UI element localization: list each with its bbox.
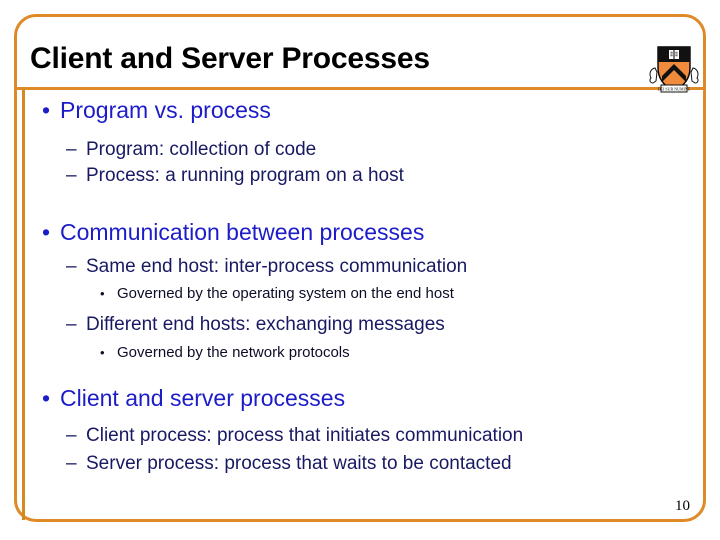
dash-marker-icon: – (66, 139, 77, 160)
bullet-level2: – Client process: process that initiates… (0, 423, 720, 448)
bullet-level1: • Program vs. process (0, 96, 720, 124)
bullet-marker-icon: • (42, 97, 51, 123)
bullet-level2: – Server process: process that waits to … (0, 451, 720, 476)
dash-marker-icon: – (66, 165, 77, 186)
page-title: Client and Server Processes (30, 42, 430, 75)
bullet-text: Client process: process that initiates c… (86, 425, 524, 446)
bullet-marker-icon: • (100, 286, 105, 301)
bullet-text: Governed by the operating system on the … (117, 285, 454, 302)
bullet-text: Different end hosts: exchanging messages (86, 314, 445, 335)
bullet-level2: – Program: collection of code (0, 137, 720, 162)
dash-marker-icon: – (66, 425, 77, 446)
bullet-marker-icon: • (100, 345, 105, 360)
title-divider (17, 87, 703, 90)
bullet-text: Server process: process that waits to be… (86, 453, 512, 474)
slide-body: • Program vs. process – Program: collect… (0, 90, 720, 490)
body-left-rail (22, 90, 25, 520)
princeton-shield-logo: DEI SUB NUMINE (644, 38, 704, 98)
bullet-communication-between-processes: • Communication between processes (0, 218, 720, 246)
bullet-governed-by-os: • Governed by the operating system on th… (0, 283, 720, 304)
bullet-level3: • Governed by the network protocols (0, 342, 720, 363)
bullet-text: Client and server processes (60, 385, 346, 411)
bullet-client-process: – Client process: process that initiates… (0, 423, 720, 448)
bullet-level3: • Governed by the operating system on th… (0, 283, 720, 304)
title-bar: Client and Server Processes (0, 14, 720, 93)
dash-marker-icon: – (66, 256, 77, 277)
dash-marker-icon: – (66, 314, 77, 335)
bullet-marker-icon: • (42, 219, 51, 245)
bullet-text: Program vs. process (60, 97, 271, 123)
bullet-level1: • Client and server processes (0, 384, 720, 412)
bullet-marker-icon: • (42, 385, 51, 411)
bullet-program-vs-process: • Program vs. process (0, 96, 720, 124)
bullet-text: Program: collection of code (86, 139, 317, 160)
bullet-level1: • Communication between processes (0, 218, 720, 246)
bullet-client-and-server-processes: • Client and server processes (0, 384, 720, 412)
bullet-text: Governed by the network protocols (117, 344, 350, 361)
bullet-governed-by-network-protocols: • Governed by the network protocols (0, 342, 720, 363)
bullet-same-end-host: – Same end host: inter-process communica… (0, 254, 720, 279)
bullet-level2: – Process: a running program on a host (0, 163, 720, 188)
bullet-text: Communication between processes (60, 219, 425, 245)
bullet-level2: – Same end host: inter-process communica… (0, 254, 720, 279)
bullet-process-definition: – Process: a running program on a host (0, 163, 720, 188)
bullet-server-process: – Server process: process that waits to … (0, 451, 720, 476)
bullet-text: Same end host: inter-process communicati… (86, 256, 468, 277)
bullet-program-definition: – Program: collection of code (0, 137, 720, 162)
bullet-level2: – Different end hosts: exchanging messag… (0, 312, 720, 337)
svg-text:DEI SUB NUMINE: DEI SUB NUMINE (658, 86, 691, 91)
page-number: 10 (675, 498, 690, 514)
bullet-different-end-hosts: – Different end hosts: exchanging messag… (0, 312, 720, 337)
dash-marker-icon: – (66, 453, 77, 474)
bullet-text: Process: a running program on a host (86, 165, 404, 186)
